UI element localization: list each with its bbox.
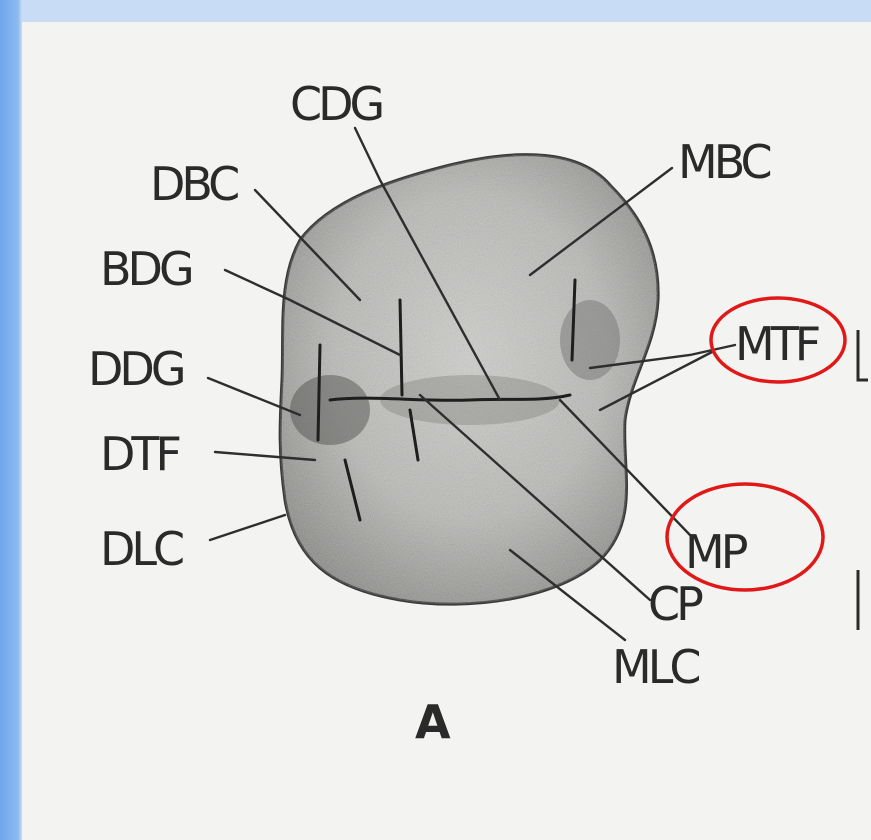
label-ddg: DDG: [88, 342, 183, 396]
label-dbc: DBC: [150, 157, 238, 211]
page-edge-bracket: [858, 330, 868, 380]
label-mbc: MBC: [678, 135, 770, 189]
label-mp: MP: [685, 525, 748, 579]
label-mtf: MTF: [735, 317, 819, 371]
leader-dlc: [210, 515, 285, 540]
label-bdg: BDG: [100, 242, 191, 296]
label-panel-a: A: [415, 695, 451, 749]
label-dtf: DTF: [100, 427, 180, 481]
label-cp: CP: [648, 577, 703, 631]
label-dlc: DLC: [100, 522, 183, 576]
label-cdg: CDG: [290, 77, 382, 131]
label-mlc: MLC: [612, 640, 699, 694]
